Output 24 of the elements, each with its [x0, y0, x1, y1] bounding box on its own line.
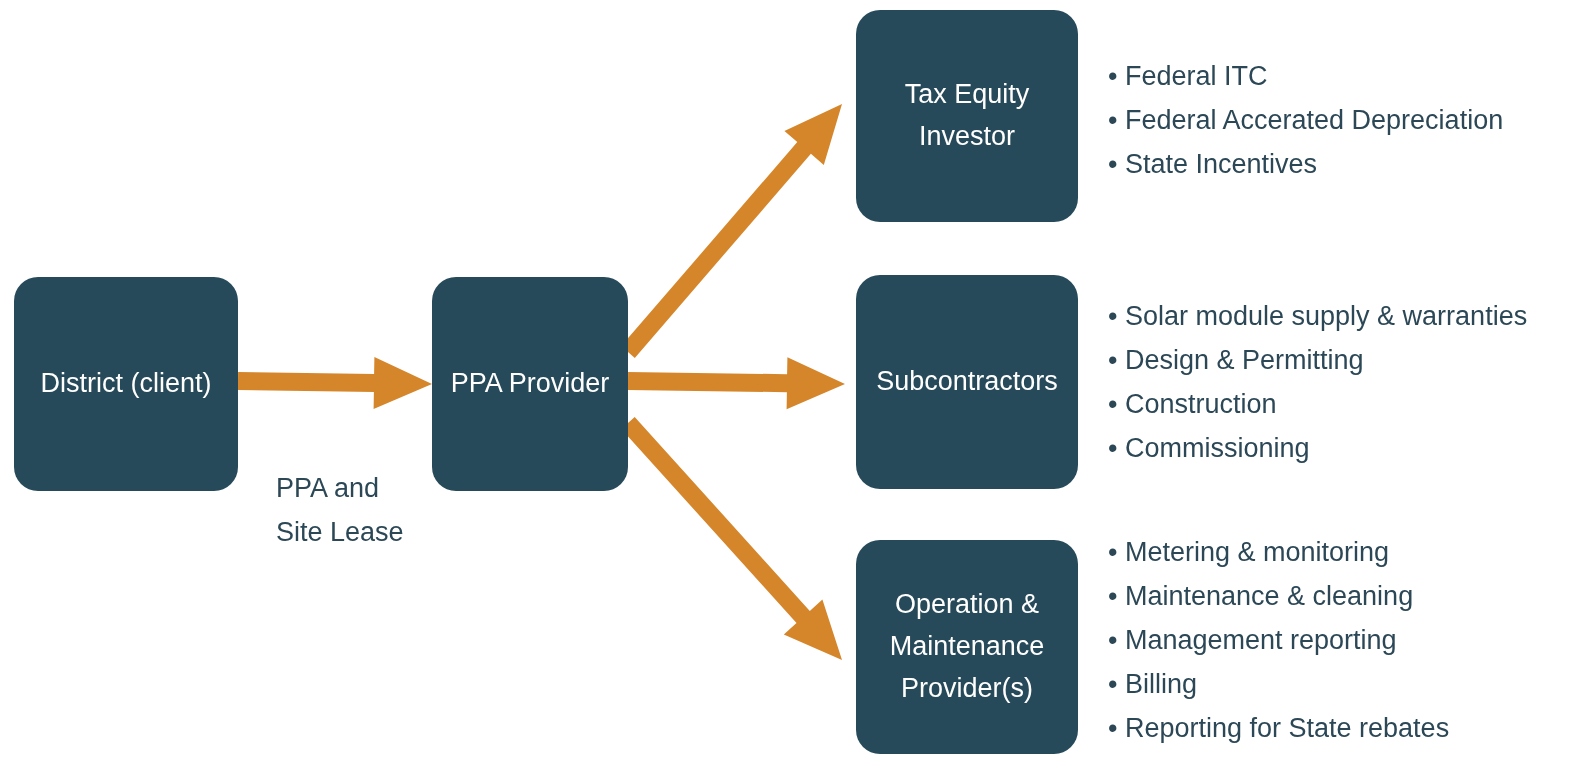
bullet-item: • Maintenance & cleaning — [1108, 580, 1415, 613]
bullet-item: • Solar module supply & warranties — [1108, 300, 1528, 333]
bullet-item: • Management reporting — [1108, 624, 1398, 657]
bullet-item: • Construction — [1108, 388, 1278, 421]
process-box — [856, 10, 1078, 222]
box-label: PPA Provider — [450, 367, 610, 401]
process-box — [14, 277, 238, 491]
bullet-item: • Federal Accerated Depreciation — [1108, 104, 1504, 137]
bullet-item: • Design & Permitting — [1108, 344, 1365, 377]
bullet-item: • Commissioning — [1108, 432, 1311, 465]
bullet-item: • State Incentives — [1108, 148, 1319, 181]
arrow — [237, 357, 432, 410]
bullet-item: • Reporting for State rebates — [1108, 712, 1450, 745]
box-label: Subcontractors — [876, 365, 1058, 399]
box-label: District (client) — [40, 367, 212, 401]
process-box — [856, 540, 1078, 754]
bullet-item: • Metering & monitoring — [1108, 536, 1391, 569]
arrow — [627, 357, 845, 410]
box-label: Operation & Maintenance Provider(s) — [888, 588, 1046, 705]
bullet-item: • Federal ITC — [1108, 60, 1269, 93]
box-label: Tax Equity Investor — [903, 78, 1031, 153]
bullet-item: • Billing — [1108, 668, 1198, 701]
process-box — [856, 275, 1078, 489]
process-box — [432, 277, 628, 491]
